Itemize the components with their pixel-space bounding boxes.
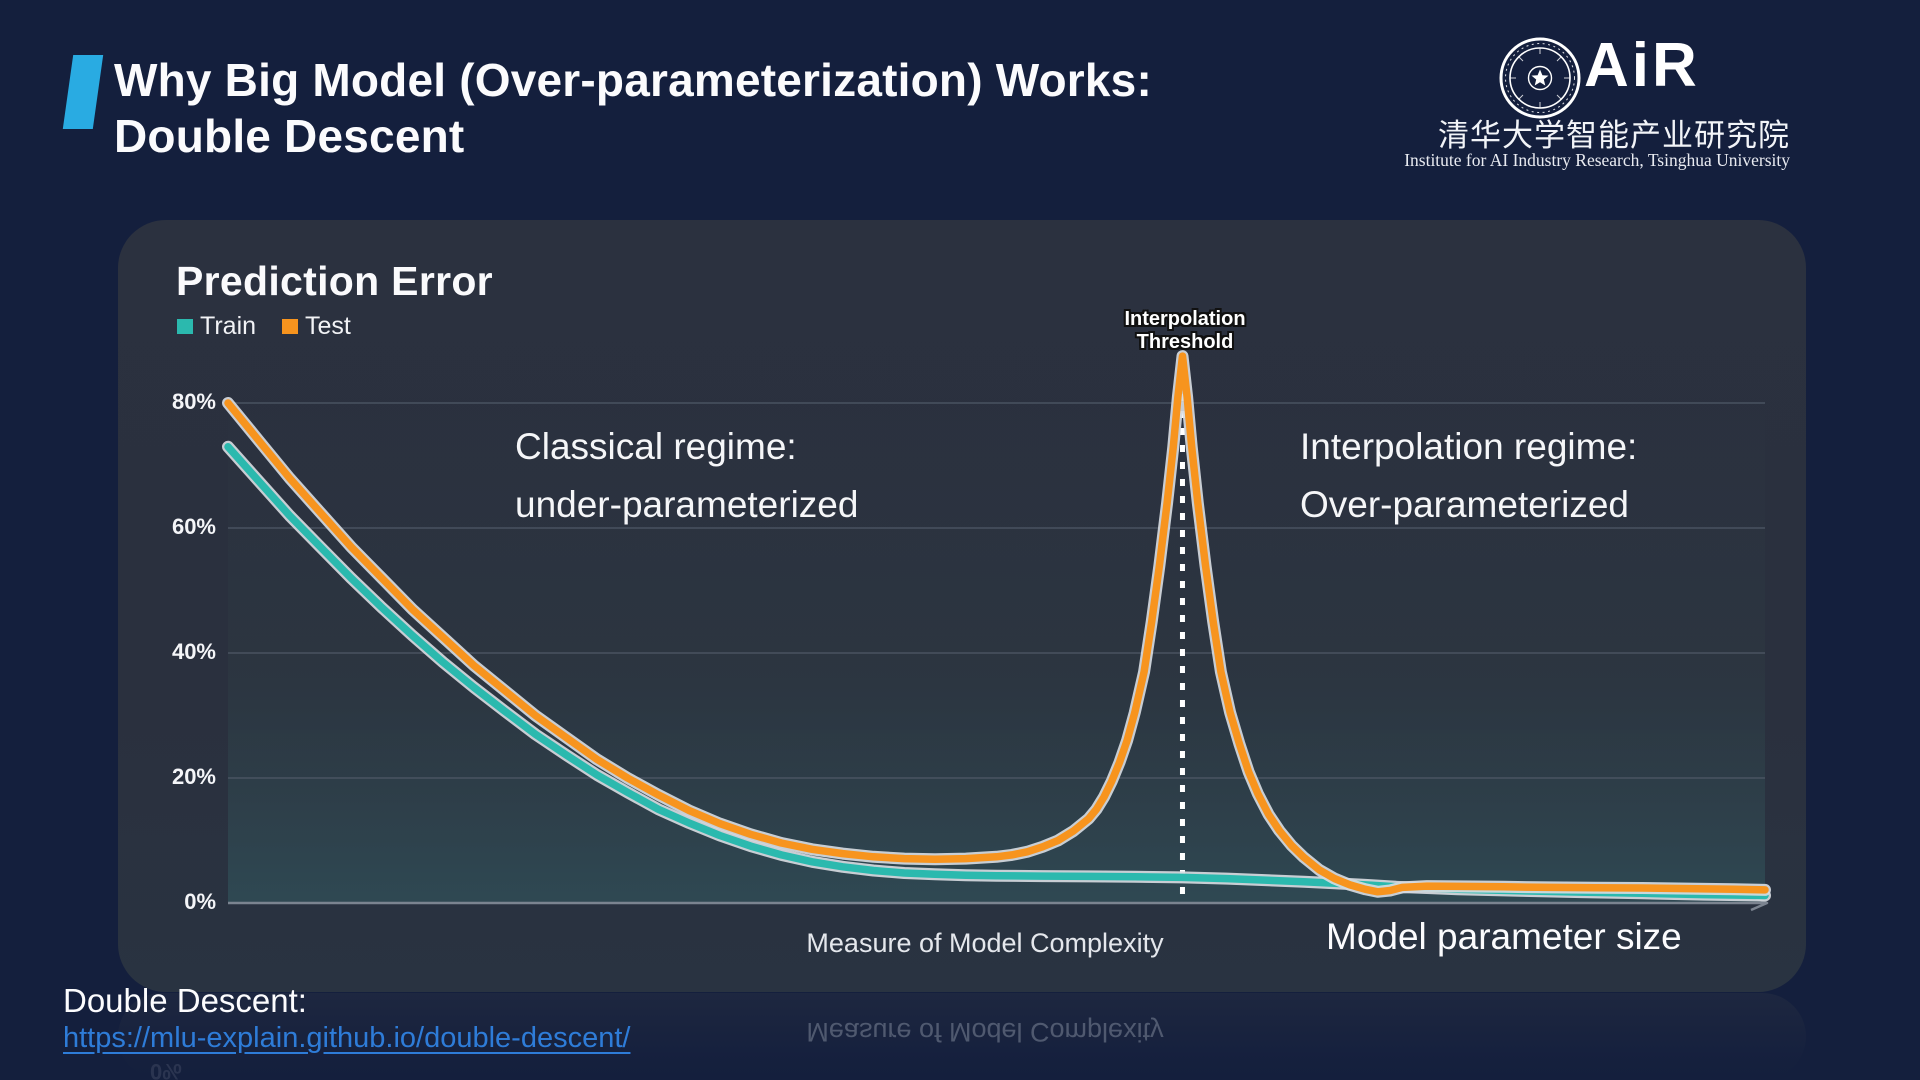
y-tick-60%: 60%: [171, 514, 216, 539]
legend-item-train: Train: [177, 312, 256, 341]
test-swatch-icon: [282, 319, 299, 334]
train-swatch-icon: [177, 319, 193, 334]
y-tick-80%: 80%: [171, 389, 216, 414]
slide-title: Why Big Model (Over-parameterization) Wo…: [114, 52, 1152, 164]
interpolation-threshold-label: Interpolation Threshold: [1075, 308, 1295, 354]
footer-link[interactable]: https://mlu-explain.github.io/double-des…: [63, 1022, 631, 1054]
title-accent-shape: [62, 55, 104, 129]
institute-name-english: Institute for AI Industry Research, Tsin…: [1404, 150, 1790, 170]
reflected-axis-label: Measure of Model Complexity: [806, 1017, 1164, 1047]
classical-regime-line1: Classical regime:: [515, 426, 797, 467]
tsinghua-seal-icon: [1499, 37, 1581, 119]
legend-test-label: Test: [305, 312, 351, 340]
footer-caption: Double Descent:: [63, 982, 307, 1019]
legend-train-label: Train: [200, 312, 257, 340]
legend-item-test: Test: [282, 312, 351, 341]
y-tick-0%: 0%: [184, 889, 216, 914]
threshold-label-line1: Interpolation: [1124, 308, 1246, 330]
x-axis-label-complexity: Measure of Model Complexity: [806, 928, 1164, 958]
threshold-label-line2: Threshold: [1136, 331, 1234, 353]
chart-legend: Train Test: [177, 312, 351, 341]
classical-regime-label: Classical regime: under-parameterized: [515, 418, 858, 534]
slide-title-line2: Double Descent: [114, 110, 465, 162]
y-tick-40%: 40%: [171, 639, 216, 664]
institute-name-chinese: 清华大学智能产业研究院: [1438, 118, 1790, 153]
reflected-tick-label: 0%: [150, 1059, 182, 1080]
air-logo: AiR: [1584, 31, 1700, 100]
interpolation-regime-label: Interpolation regime: Over-parameterized: [1300, 418, 1637, 534]
slide-title-line1: Why Big Model (Over-parameterization) Wo…: [114, 54, 1152, 106]
chart-title: Prediction Error: [176, 258, 493, 304]
x-axis-label-parameter-size: Model parameter size: [1326, 916, 1682, 957]
interpolation-regime-line1: Interpolation regime:: [1300, 426, 1638, 467]
interpolation-regime-line2: Over-parameterized: [1300, 484, 1630, 525]
classical-regime-line2: under-parameterized: [515, 484, 859, 525]
panel-reflection: [118, 993, 1806, 1080]
chart-panel: [118, 220, 1806, 992]
y-tick-20%: 20%: [171, 764, 216, 789]
